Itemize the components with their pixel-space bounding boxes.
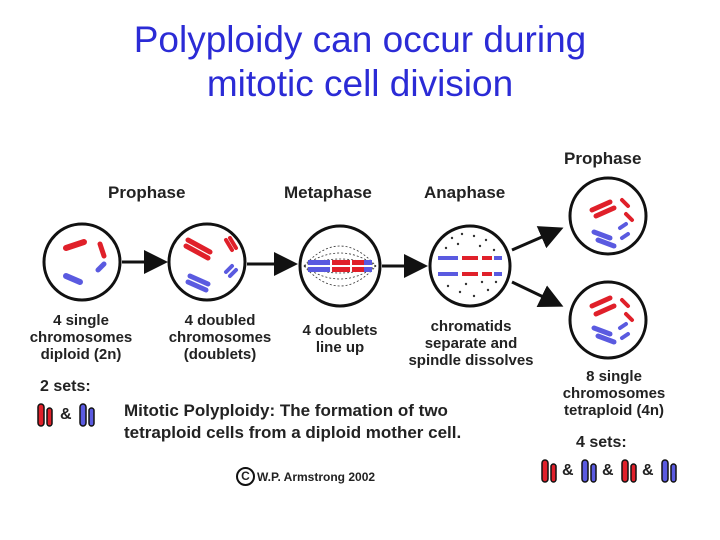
- ampersand: &: [562, 462, 574, 479]
- caption-prophase-doubled: 4 doubled chromosomes (doublets): [168, 312, 272, 363]
- caption-prophase: 4 single chromosomes diploid (2n): [29, 312, 133, 363]
- ampersand: &: [642, 462, 654, 479]
- copyright-icon: C: [236, 467, 255, 486]
- cell-daughter-bottom: [568, 280, 648, 360]
- sets-label-left: 2 sets:: [40, 378, 91, 395]
- stage-label-metaphase: Metaphase: [284, 183, 372, 202]
- page-title: Polyploidy can occur during mitotic cell…: [0, 18, 720, 106]
- caption-metaphase: 4 doublets line up: [302, 322, 378, 356]
- credit: C W.P. Armstrong 2002: [236, 467, 375, 486]
- summary-line-2: tetraploid cells from a diploid mother c…: [124, 423, 462, 442]
- cell-daughter-top: [568, 176, 648, 256]
- caption-result: 8 single chromosomes tetraploid (4n): [562, 368, 666, 419]
- summary-line-1: Mitotic Polyploidy: The formation of two: [124, 401, 448, 420]
- cell-anaphase: [428, 224, 512, 308]
- chromosome-pair-blue-icon: [661, 459, 677, 483]
- cell-metaphase: [298, 224, 382, 308]
- title-line-2: mitotic cell division: [206, 63, 514, 104]
- chromosome-sets-left: [37, 403, 95, 427]
- chromosome-sets-right: [541, 459, 677, 483]
- sets-label-right: 4 sets:: [576, 434, 627, 451]
- ampersand: &: [602, 462, 614, 479]
- arrow-up-right-icon: [511, 226, 564, 252]
- chromosome-pair-red-icon: [541, 459, 557, 483]
- chromosome-pair-blue-icon: [581, 459, 597, 483]
- chromosome-pair-red-icon: [37, 403, 53, 427]
- chromosome-pair-red-icon: [621, 459, 637, 483]
- chromosome-red: [63, 239, 87, 251]
- caption-anaphase: chromatids separate and spindle dissolve…: [408, 318, 534, 369]
- chromosome-blue: [63, 273, 83, 285]
- chromosome-pair-blue-icon: [79, 403, 95, 427]
- summary-text: Mitotic Polyploidy: The formation of two…: [124, 400, 461, 444]
- ampersand: &: [60, 406, 72, 423]
- cell-prophase-doubled: [167, 222, 247, 302]
- title-line-1: Polyploidy can occur during: [133, 19, 587, 60]
- chromosome-red: [97, 241, 107, 259]
- stage-label-anaphase: Anaphase: [424, 183, 506, 202]
- cell-prophase: [42, 222, 122, 302]
- arrow-down-right-icon: [511, 280, 564, 308]
- stage-label-prophase-right: Prophase: [564, 149, 642, 168]
- chromosome-blue: [95, 261, 107, 273]
- stage-label-prophase: Prophase: [108, 183, 186, 202]
- credit-text: W.P. Armstrong 2002: [257, 469, 376, 484]
